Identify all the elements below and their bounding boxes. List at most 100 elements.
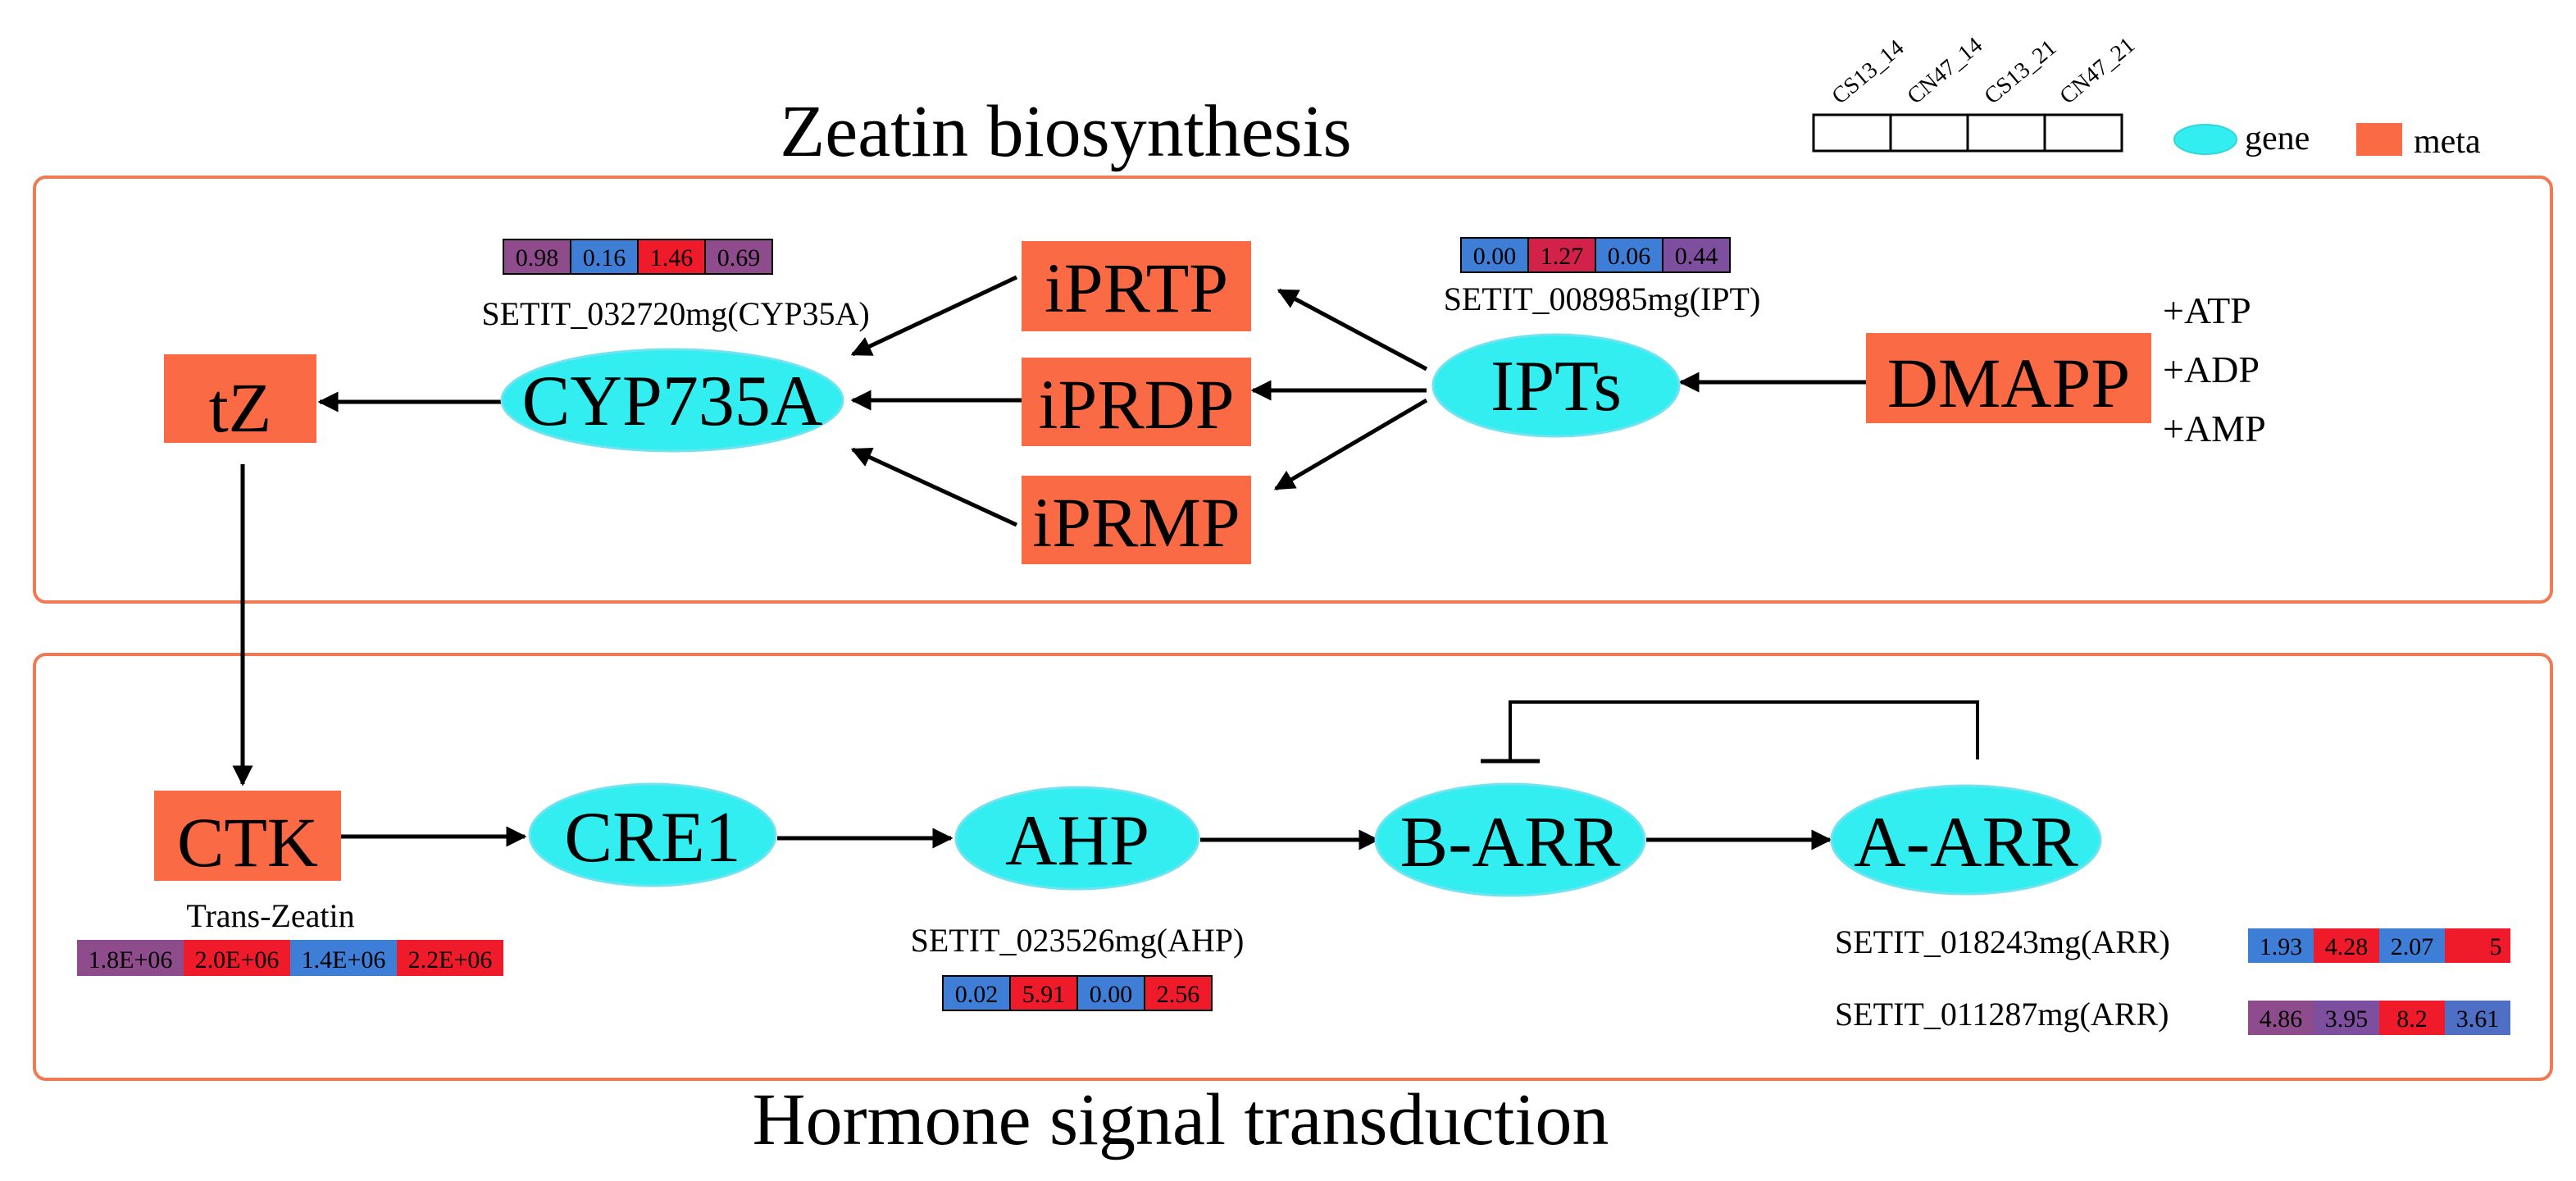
label-cyp-gene-id: SETIT_032720mg(CYP35A)	[481, 295, 869, 332]
heatmap-cell	[942, 975, 1011, 1011]
heatmap-value: 5.91	[1022, 981, 1066, 1008]
heatmap-value: 2.56	[1157, 981, 1200, 1008]
meta-iprdp-label: iPRDP	[1038, 365, 1234, 444]
heatmap-cell	[1460, 237, 1529, 273]
label-ahp-gene-id: SETIT_023526mg(AHP)	[911, 922, 1245, 959]
heatmap-value: 3.95	[2325, 1005, 2369, 1033]
arrow-iprtp-to-cyp735a	[850, 275, 1018, 357]
heatmap-cell	[570, 239, 639, 275]
arrow-ipts-to-iprmp	[1273, 398, 1428, 491]
heatmap-value: 2.07	[2391, 933, 2434, 960]
gene-barr-node	[1374, 782, 1646, 897]
heatmap-ahp: 0.02 5.91 0.00 2.56	[942, 975, 1213, 1011]
inhibition-feedback-line	[1509, 700, 1979, 761]
cofactor-adp: +ADP	[2163, 349, 2260, 390]
heatmap-ipt: 0.00 1.27 0.06 0.44	[1460, 237, 1731, 273]
legend-sample-label: CS13_21	[1980, 35, 2062, 110]
meta-iprtp-label: iPRTP	[1045, 249, 1228, 327]
heatmap-value: 5	[2490, 933, 2502, 960]
heatmap-value: 4.86	[2260, 1005, 2303, 1033]
heatmap-value: 0.16	[583, 244, 626, 271]
gene-cyp735a-node	[500, 348, 844, 453]
title-zeatin-biosynthesis: Zeatin biosynthesis	[780, 91, 1351, 172]
heatmap-value: 4.28	[2325, 933, 2369, 960]
heatmap-cell	[2445, 928, 2510, 963]
legend-sample-boxes: CS13_14 CN47_14 CS13_21 CN47_21	[1812, 33, 2140, 153]
gene-ahp-node	[954, 786, 1200, 891]
gene-cre1-label: CRE1	[564, 798, 740, 878]
heatmap-cell	[2248, 1001, 2314, 1035]
legend-sample-box	[1966, 113, 2046, 153]
legend-sample-box	[1812, 113, 1892, 153]
meta-ctk-box	[154, 791, 341, 881]
heatmap-value: 0.44	[1675, 243, 1718, 270]
title-hormone-signal-transduction: Hormone signal transduction	[753, 1079, 1609, 1160]
heatmap-arr1: 1.93 4.28 2.07 5	[2248, 928, 2510, 963]
heatmap-value: 0.00	[1473, 243, 1517, 270]
heatmap-value: 0.69	[717, 244, 761, 271]
heatmap-cyp: 0.98 0.16 1.46 0.69	[503, 239, 773, 275]
heatmap-value: 8.2	[2396, 1005, 2428, 1033]
legend-meta-swatch	[2356, 123, 2402, 156]
frame-hormone-signal-transduction	[33, 653, 2553, 1081]
gene-ipts-label: IPTs	[1491, 347, 1622, 426]
gene-ipts-node	[1431, 333, 1681, 438]
heatmap-cell	[397, 940, 503, 976]
legend-sample-label: CN47_14	[1903, 33, 1987, 110]
heatmap-value: 1.46	[650, 244, 694, 271]
heatmap-value: 3.61	[2456, 1005, 2500, 1033]
heatmap-cell	[2314, 1001, 2379, 1035]
heatmap-cell	[637, 239, 706, 275]
meta-tz-box	[164, 354, 316, 443]
legend-sample-label: CS13_14	[1827, 35, 1909, 110]
heatmap-arr2: 4.86 3.95 8.2 3.61	[2248, 1001, 2510, 1035]
heatmap-cell	[2248, 928, 2314, 963]
gene-cre1-node	[528, 782, 777, 887]
heatmap-cell	[1076, 975, 1145, 1011]
heatmap-cell	[2379, 928, 2445, 963]
gene-aarr-node	[1830, 784, 2102, 896]
heatmap-cell	[1527, 237, 1596, 273]
heatmap-cell	[503, 239, 571, 275]
legend-sample-label: CN47_21	[2055, 33, 2140, 110]
heatmap-value: 1.27	[1541, 243, 1584, 270]
arrow-iprmp-to-cyp735a	[850, 447, 1018, 527]
arrow-ipts-to-iprtp	[1277, 288, 1428, 372]
label-trans-zeatin: Trans-Zeatin	[186, 897, 354, 934]
heatmap-cell	[77, 940, 184, 976]
legend-gene-swatch	[2173, 124, 2237, 155]
meta-iprmp-label: iPRMP	[1032, 483, 1240, 562]
meta-tz-label: tZ	[209, 368, 271, 447]
gene-barr-label: B-ARR	[1400, 803, 1621, 882]
gene-ahp-label: AHP	[1005, 801, 1149, 881]
label-arr2-gene-id: SETIT_011287mg(ARR)	[1835, 996, 2169, 1033]
heatmap-value: 1.93	[2260, 933, 2303, 960]
heatmap-cell	[2314, 928, 2379, 963]
meta-dmapp-label: DMAPP	[1887, 344, 2130, 422]
label-ipt-gene-id: SETIT_008985mg(IPT)	[1444, 280, 1761, 317]
heatmap-cell	[1595, 237, 1663, 273]
heatmap-cell	[290, 940, 397, 976]
frame-zeatin-biosynthesis	[33, 176, 2553, 604]
meta-iprmp-box	[1022, 476, 1251, 564]
legend-sample-box	[2043, 113, 2123, 153]
meta-dmapp-box	[1866, 333, 2151, 423]
heatmap-value: 0.06	[1608, 243, 1651, 270]
legend-meta-label: meta	[2414, 123, 2481, 161]
heatmap-value: 0.00	[1090, 981, 1133, 1008]
label-arr1-gene-id: SETIT_018243mg(ARR)	[1835, 923, 2170, 960]
heatmap-transzeatin: 1.8E+06 2.0E+06 1.4E+06 2.2E+06	[77, 940, 503, 976]
legend-gene-label: gene	[2245, 120, 2310, 157]
gene-cyp735a-label: CYP735A	[522, 362, 823, 441]
heatmap-cell	[2379, 1001, 2445, 1035]
heatmap-value: 1.4E+06	[302, 946, 386, 974]
heatmap-value: 0.98	[516, 244, 559, 271]
heatmap-value: 2.2E+06	[408, 946, 493, 974]
heatmap-cell	[184, 940, 290, 976]
meta-ctk-label: CTK	[177, 803, 318, 882]
heatmap-cell	[1009, 975, 1078, 1011]
heatmap-value: 2.0E+06	[195, 946, 280, 974]
heatmap-value: 1.8E+06	[89, 946, 173, 974]
cofactor-atp: +ATP	[2163, 290, 2251, 331]
